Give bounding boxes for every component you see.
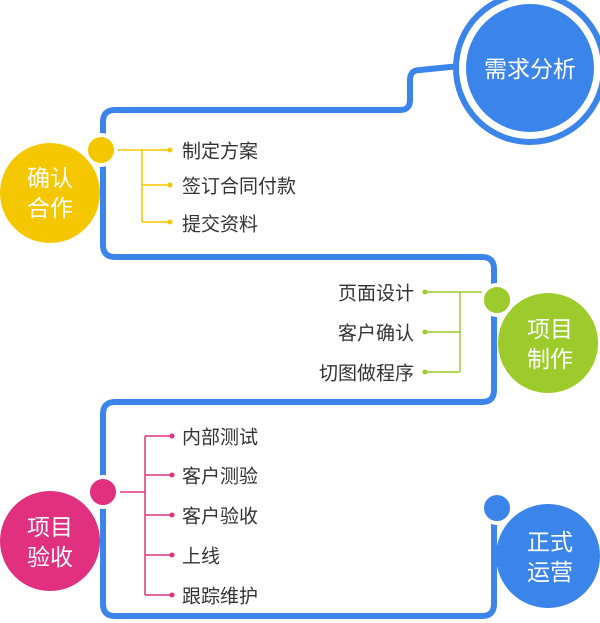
- project-acceptance-circle: [0, 491, 100, 591]
- production-branch-lines: [425, 291, 482, 373]
- acceptance-step-dot-1: [169, 433, 175, 439]
- project-production-line1: 项目: [527, 317, 573, 343]
- project-acceptance-line1: 项目: [27, 515, 73, 541]
- acceptance-step-3: 客户验收: [182, 506, 258, 528]
- production-step-1: 页面设计: [338, 283, 414, 305]
- acceptance-branch-lines: [115, 435, 172, 596]
- stage-formal-operation: 正式 运营: [480, 491, 600, 608]
- flow-path: [100, 57, 523, 619]
- stage-demand-analysis: 需求分析: [453, 0, 600, 145]
- acceptance-connector-dot: [86, 475, 120, 509]
- acceptance-step-1: 内部测试: [182, 427, 258, 449]
- acceptance-step-dot-2: [169, 472, 175, 478]
- demand-analysis-circle: [466, 4, 594, 132]
- confirm-step-3: 提交资料: [182, 214, 258, 236]
- confirm-step-1: 制定方案: [182, 141, 258, 163]
- operation-connector-dot: [480, 491, 514, 525]
- production-step-2: 客户确认: [338, 323, 414, 345]
- confirm-step-2: 签订合同付款: [182, 176, 296, 198]
- production-step-dot-2: [422, 329, 428, 335]
- confirm-cooperation-line1: 确认: [27, 166, 73, 192]
- formal-operation-circle: [496, 504, 600, 608]
- stage-confirm-cooperation: 制定方案 签订合同付款 提交资料 确认 合作: [0, 133, 296, 243]
- project-production-circle: [498, 293, 598, 393]
- production-connector-dot: [480, 283, 514, 317]
- confirm-step-dot-1: [167, 147, 173, 153]
- production-step-dot-1: [422, 289, 428, 295]
- acceptance-step-5: 跟踪维护: [182, 586, 258, 608]
- acceptance-step-dot-4: [169, 552, 175, 558]
- acceptance-step-2: 客户测验: [182, 466, 258, 488]
- production-step-3: 切图做程序: [319, 363, 414, 385]
- stage-project-production: 页面设计 客户确认 切图做程序 项目 制作: [319, 283, 598, 393]
- acceptance-step-4: 上线: [182, 546, 220, 568]
- stage-project-acceptance: 内部测试 客户测验 客户验收 上线 跟踪维护 项目 验收: [0, 427, 258, 608]
- confirm-connector-dot: [84, 133, 118, 167]
- formal-operation-line2: 运营: [527, 560, 573, 586]
- confirm-step-dot-3: [167, 219, 173, 225]
- production-step-dot-3: [422, 369, 428, 375]
- demand-analysis-label: 需求分析: [484, 57, 576, 83]
- confirm-step-dot-2: [167, 182, 173, 188]
- confirm-cooperation-circle: [0, 143, 100, 243]
- formal-operation-line1: 正式: [527, 530, 573, 556]
- confirm-cooperation-line2: 合作: [27, 196, 73, 222]
- acceptance-step-dot-5: [169, 592, 175, 598]
- confirm-branch-lines: [115, 149, 170, 223]
- project-production-line2: 制作: [527, 347, 573, 373]
- acceptance-step-dot-3: [169, 512, 175, 518]
- project-acceptance-line2: 验收: [27, 545, 73, 571]
